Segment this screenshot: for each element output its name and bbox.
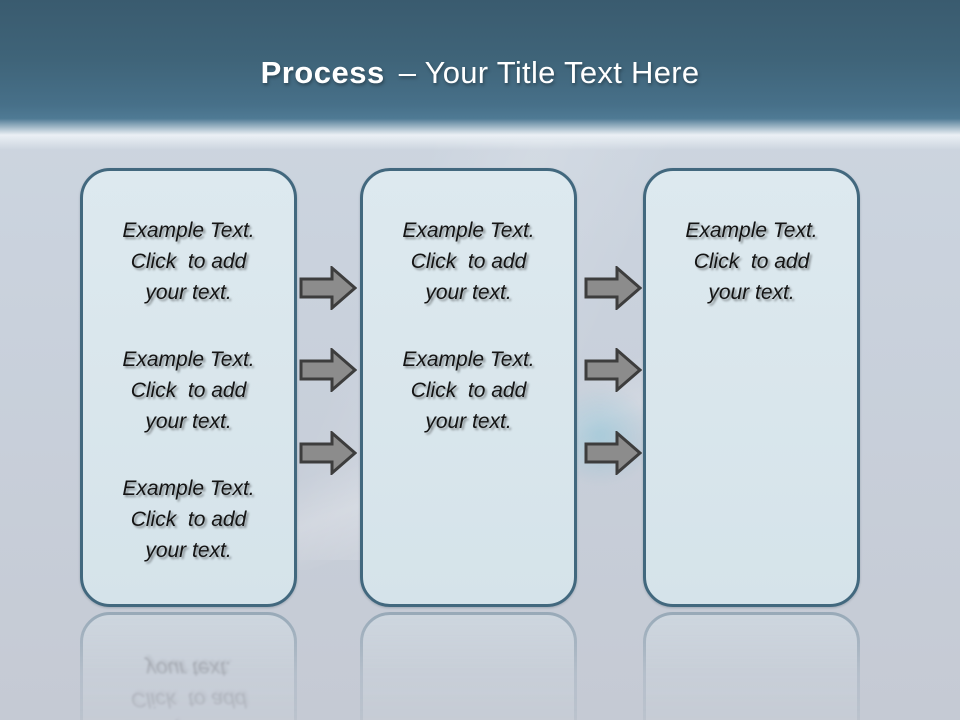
title-text: – Your Title Text Here [398, 55, 700, 90]
text-placeholder[interactable]: Example Text. Click to add your text. [122, 348, 255, 433]
arrow-right-icon[interactable] [584, 431, 642, 475]
process-box-3[interactable]: Example Text. Click to add your text. [643, 168, 860, 607]
text-placeholder[interactable]: Example Text. Click to add your text. [122, 477, 255, 562]
header-band [0, 0, 960, 150]
title-text-bold: Process [260, 55, 385, 90]
text-placeholder[interactable]: Example Text. Click to add your text. [685, 219, 818, 304]
text-placeholder[interactable]: Example Text. Click to add your text. [402, 348, 535, 433]
arrow-right-icon[interactable] [299, 348, 357, 392]
arrow-right-icon[interactable] [584, 348, 642, 392]
arrow-right-icon[interactable] [299, 266, 357, 310]
slide-title-placeholder[interactable]: Process – Your Title Text Here [0, 54, 960, 92]
arrow-right-icon[interactable] [299, 431, 357, 475]
process-box-2[interactable]: Example Text. Click to add your text. Ex… [360, 168, 577, 607]
text-placeholder[interactable]: Example Text. Click to add your text. [122, 219, 255, 304]
process-box-1[interactable]: Example Text. Click to add your text. Ex… [80, 168, 297, 607]
text-placeholder[interactable]: Example Text. Click to add your text. [402, 219, 535, 304]
arrow-right-icon[interactable] [584, 266, 642, 310]
